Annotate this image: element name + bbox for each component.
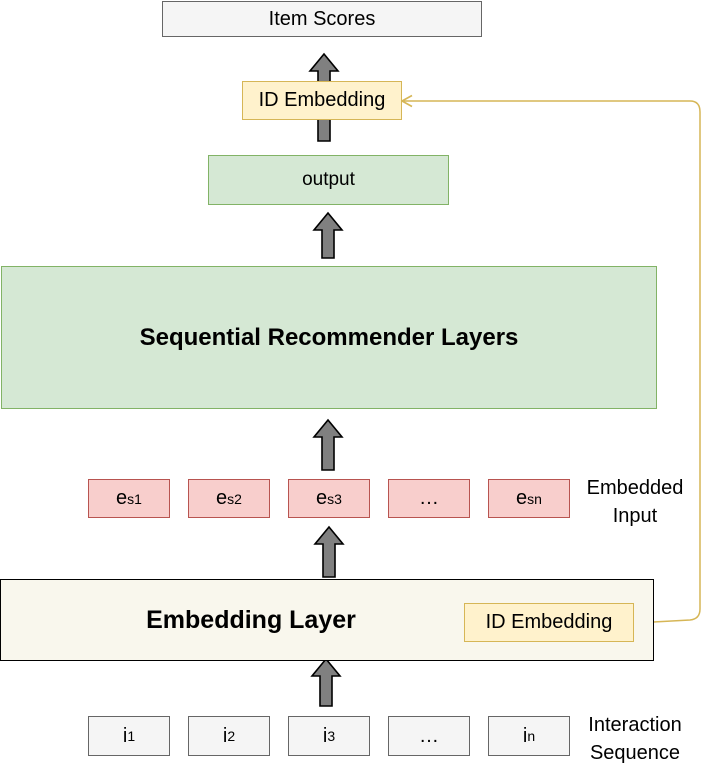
embedded-token-item: … [388,479,470,518]
interaction-sequence-label: Interaction Sequence [572,711,698,767]
embedded-token-item-base: … [419,487,439,509]
interaction-token-item: … [388,716,470,756]
embedded-token-item-subscript: s2 [227,490,242,507]
embedding-layer-box: Embedding Layer [0,579,654,661]
arrow-to-output [312,211,344,259]
embedded-token-item-base: e [216,487,228,509]
interaction-token-item-subscript: 2 [227,728,236,744]
embedded-token-item-subscript: s1 [127,490,142,507]
embedded-token-item-subscript: s3 [327,490,342,507]
interaction-token-item-base: i [122,724,128,747]
embedded-token-item-base: e [316,487,328,509]
embedded-token-item-base: e [116,487,128,509]
id-embedding-top-label: ID Embedding [258,89,386,111]
id-embedding-connector [401,94,701,624]
interaction-token-item-base: i [222,724,228,747]
sequential-recommender-layers-label: Sequential Recommender Layers [139,323,519,351]
interaction-token-item-base: … [419,724,439,747]
interaction-token-item-subscript: 1 [127,728,136,744]
id-embedding-inner-label: ID Embedding [485,611,613,633]
interaction-token-item-base: i [522,724,528,747]
arrow-to-sequential-layers [312,418,344,471]
embedded-input-label: Embedded Input [575,474,695,530]
output-box: output [208,155,449,205]
embedded-input-label-line1: Embedded [586,477,684,499]
interaction-token-item-subscript: 3 [327,728,336,744]
id-embedding-top-box: ID Embedding [242,81,402,120]
interaction-sequence-label-line2: Sequence [589,742,681,764]
arrow-to-embedding-layer [310,657,342,707]
item-scores-box: Item Scores [162,1,482,37]
embedded-input-label-line2: Input [612,505,658,527]
embedded-token-item-subscript: sn [527,490,542,507]
output-label: output [302,169,355,190]
interaction-sequence-label-line1: Interaction [588,714,682,736]
embedding-layer-title: Embedding Layer [146,605,356,634]
interaction-token-item-subscript: n [527,728,536,744]
item-scores-label: Item Scores [268,7,376,30]
id-embedding-inner-box: ID Embedding [464,603,634,642]
arrow-to-embedded-input [313,525,345,578]
interaction-token-item-base: i [322,724,328,747]
sequential-recommender-layers-box: Sequential Recommender Layers [1,266,657,409]
embedded-token-item-base: e [516,487,528,509]
